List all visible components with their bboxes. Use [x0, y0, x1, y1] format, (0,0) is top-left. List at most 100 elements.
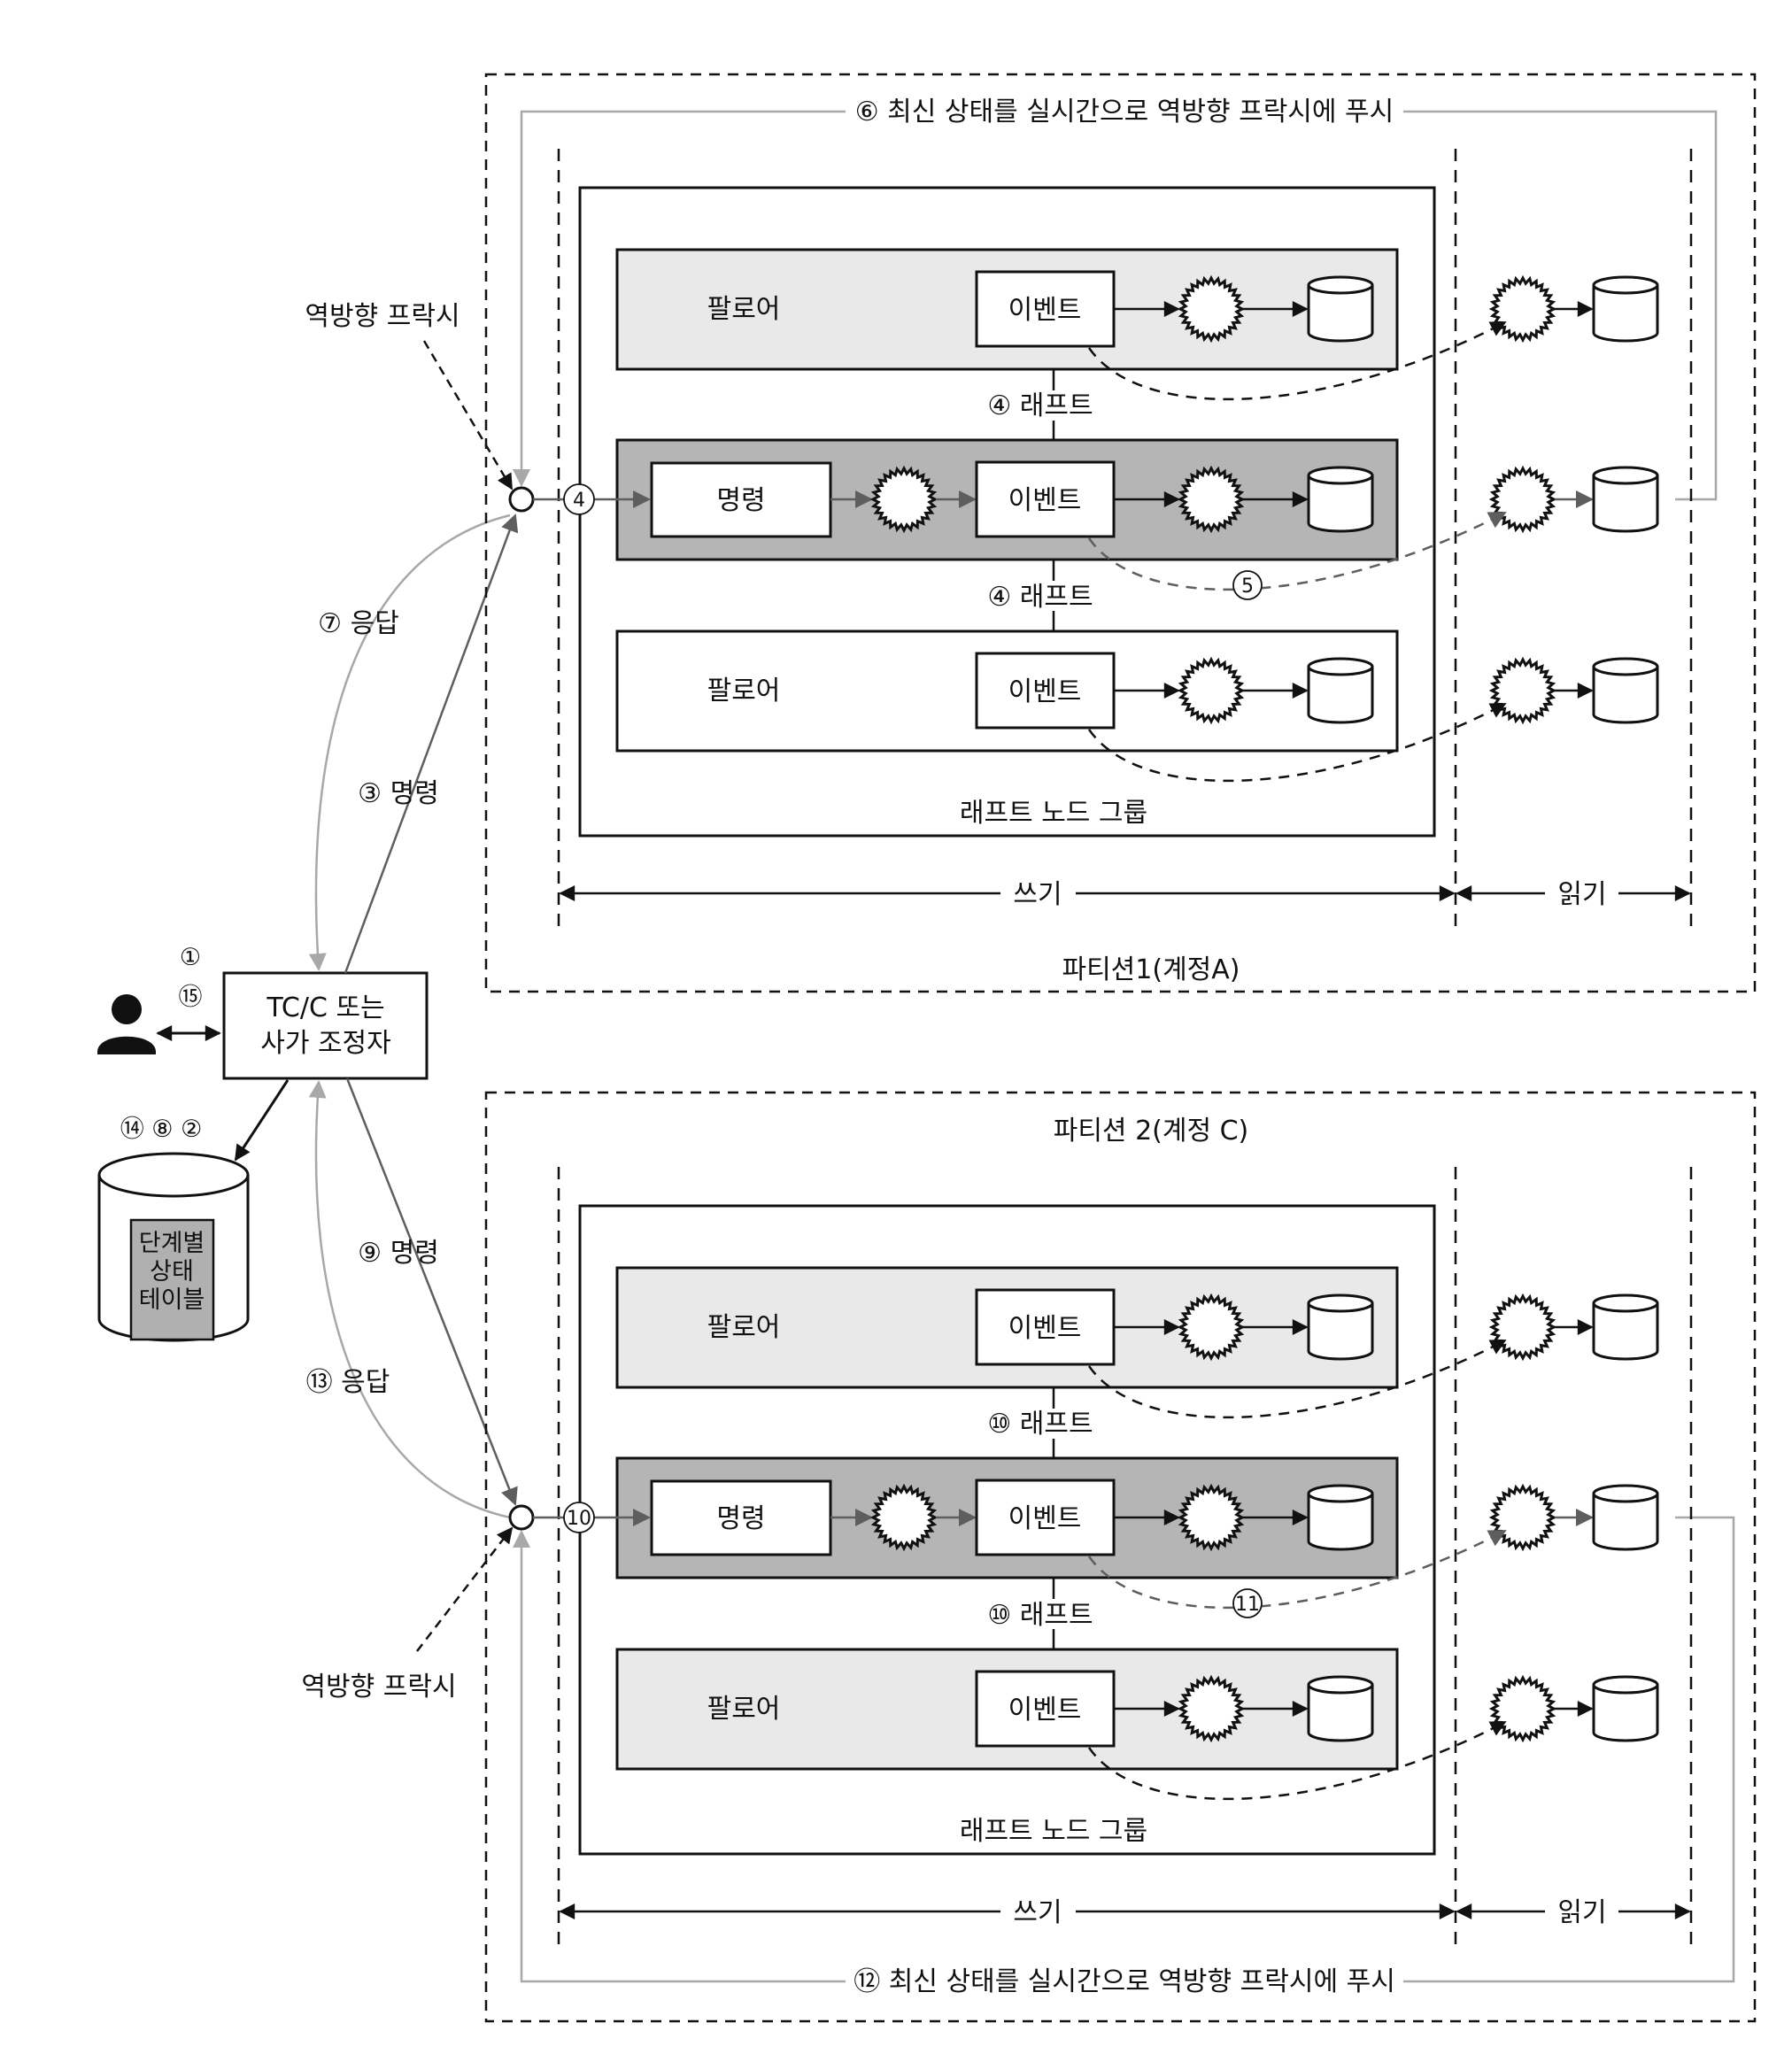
- event-box[interactable]: 이벤트: [975, 1479, 1116, 1556]
- event-box-rect: [975, 1479, 1116, 1556]
- write-label: 쓰기: [1013, 879, 1062, 910]
- projection-burst-icon: [1177, 274, 1246, 344]
- command-process-burst-icon: [869, 1483, 938, 1552]
- push-line-arrow: [513, 110, 846, 487]
- entry-step-badge: 4: [563, 483, 595, 515]
- replication-curve: [1087, 702, 1507, 783]
- read-store-icon: [1592, 1484, 1659, 1551]
- response-label-p1: ⑦ 응답: [318, 608, 399, 639]
- read-model-burst-icon: [1488, 656, 1557, 725]
- response-arrow-p1: [308, 514, 511, 971]
- projection-burst-icon: [1177, 465, 1246, 534]
- badge-number: 4: [573, 490, 585, 512]
- event-label: 이벤트: [1008, 1313, 1082, 1344]
- event-box-rect: [975, 270, 1116, 348]
- projection-burst-icon: [1177, 1483, 1246, 1552]
- event-store-icon: [1307, 466, 1374, 533]
- cylinder-top: [1307, 466, 1374, 485]
- raft-label: ④ 래프트: [987, 390, 1093, 421]
- cylinder-top: [1592, 466, 1659, 485]
- cylinder-top: [1592, 1484, 1659, 1503]
- badge-circle: [563, 1502, 595, 1533]
- event-box[interactable]: 이벤트: [975, 460, 1116, 538]
- follower-node: 팔로어 이벤트: [615, 1648, 1399, 1771]
- raft-label: ⑩ 래프트: [987, 1600, 1093, 1631]
- event-label: 이벤트: [1008, 1503, 1082, 1534]
- read-store-icon: [1592, 466, 1659, 533]
- command-arrow-p1: [344, 514, 519, 974]
- partition-2: 파티션 2(계정 C)⑫ 최신 상태를 실시간으로 역방향 프락시에 푸시역방향…: [301, 1091, 1757, 2023]
- command-label: 명령: [716, 1503, 765, 1534]
- cylinder-top: [1307, 1675, 1374, 1695]
- command-label-p2: ⑨ 명령: [358, 1238, 439, 1269]
- command-box[interactable]: 명령: [650, 1479, 832, 1556]
- cylinder-body: [1307, 475, 1374, 533]
- cylinder-top: [1307, 1293, 1374, 1313]
- command-process-burst-icon: [869, 465, 938, 534]
- reverse-proxy-node[interactable]: [508, 486, 535, 513]
- command-label: 명령: [716, 485, 765, 516]
- cylinder-body: [1307, 667, 1374, 724]
- event-box[interactable]: 이벤트: [975, 270, 1116, 348]
- event-box-rect: [975, 460, 1116, 538]
- push-label: ⑥ 최신 상태를 실시간으로 역방향 프락시에 푸시: [855, 97, 1394, 127]
- entry-step-badge: 10: [563, 1502, 595, 1533]
- response-label-p2: ⑬ 응답: [306, 1367, 390, 1398]
- projection-burst-icon: [1177, 1674, 1246, 1743]
- coordinator-box[interactable]: TC/C 또는 사가 조정자: [222, 971, 429, 1080]
- cylinder-top: [1592, 1675, 1659, 1695]
- command-box[interactable]: 명령: [650, 461, 832, 538]
- proxy-pointer-arrow: [422, 340, 514, 490]
- cylinder-top: [1307, 275, 1374, 295]
- follower-label: 팔로어: [707, 1694, 781, 1725]
- event-store-icon: [1307, 1484, 1374, 1551]
- command-box-rect: [650, 461, 832, 538]
- response-arrow-p2: [308, 1080, 511, 1519]
- push-label-background: [846, 96, 1403, 127]
- badge-circle: [1232, 570, 1263, 600]
- command-arrow-p2: [345, 1077, 518, 1506]
- event-label: 이벤트: [1008, 295, 1082, 326]
- event-label: 이벤트: [1008, 676, 1082, 707]
- read-label: 읽기: [1557, 1897, 1606, 1928]
- read-model-burst-icon: [1488, 1293, 1557, 1362]
- cylinder-top: [1592, 1293, 1659, 1313]
- read-store-icon: [1592, 275, 1659, 343]
- state-table-label: 테이블: [139, 1286, 205, 1314]
- partition-title: 파티션 2(계정 C): [1054, 1116, 1249, 1147]
- state-table-db-icon: [97, 1152, 250, 1342]
- reverse-proxy-node[interactable]: [508, 1504, 535, 1531]
- push-line: [1403, 110, 1718, 501]
- read-model-burst-icon: [1488, 1674, 1557, 1743]
- cylinder-body: [1592, 667, 1659, 724]
- state-table-label: 단계별: [139, 1230, 205, 1257]
- coordinator-label-line1: TC/C 또는: [266, 992, 384, 1023]
- replication-step-badge: 11: [1232, 1588, 1263, 1618]
- step-1-badge: ①: [180, 944, 201, 971]
- badge-circle: [1232, 1588, 1263, 1618]
- projection-burst-icon: [1177, 1293, 1246, 1362]
- event-box[interactable]: 이벤트: [975, 1288, 1116, 1366]
- command-label-p1: ③ 명령: [358, 778, 439, 809]
- read-model-burst-icon: [1488, 465, 1557, 534]
- projection-burst-icon: [1177, 656, 1246, 725]
- cylinder-top: [1307, 657, 1374, 676]
- read-store-icon: [1592, 1675, 1659, 1742]
- badge-number: 11: [1235, 1594, 1260, 1616]
- read-store-icon: [1592, 657, 1659, 724]
- user-icon: [97, 994, 156, 1054]
- replication-curve: [1087, 320, 1507, 401]
- cylinder-body: [1307, 1303, 1374, 1361]
- event-box[interactable]: 이벤트: [975, 1670, 1116, 1748]
- event-box[interactable]: 이벤트: [975, 652, 1116, 730]
- db-steps-label: ⑭ ⑧ ②: [120, 1116, 203, 1143]
- proxy-pointer-arrow: [416, 1526, 514, 1652]
- cylinder-body: [1592, 1685, 1659, 1742]
- raft-label: ⑩ 래프트: [987, 1409, 1093, 1440]
- leader-node: 명령 이벤트: [615, 1456, 1399, 1579]
- push-label-background: [846, 1965, 1403, 1997]
